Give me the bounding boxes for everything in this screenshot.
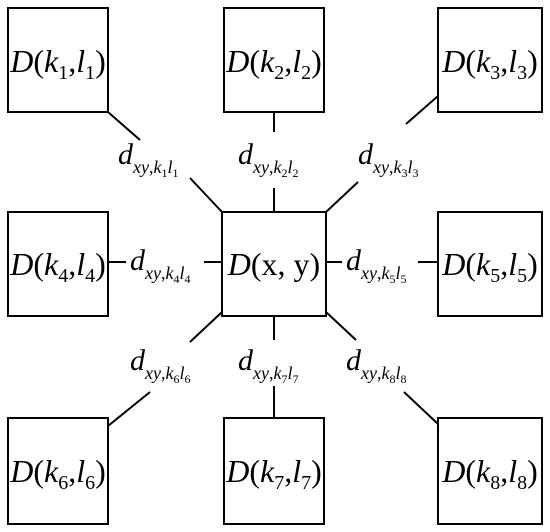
connector-3b <box>325 181 359 213</box>
center-func: D <box>227 246 251 282</box>
center-args: (x, y) <box>251 246 320 282</box>
center-label: D(x, y) <box>227 246 320 282</box>
edge-label-6: dxy,k6l6 <box>130 344 191 386</box>
node-label-3: D(k3,l3) <box>441 43 538 84</box>
connectors <box>107 95 439 427</box>
connector-8 <box>325 311 357 341</box>
node-box-5 <box>437 211 543 317</box>
node-box-3 <box>437 7 543 113</box>
connector-6 <box>189 311 223 343</box>
edge-label-7: dxy,k7l7 <box>238 344 299 386</box>
node-box-7 <box>223 417 325 525</box>
edge-label-2: dxy,k2l2 <box>238 138 299 180</box>
node-label-7: D(k7,l7) <box>225 453 322 494</box>
node-label-5: D(k5,l5) <box>441 246 538 287</box>
node-box-6 <box>7 417 109 525</box>
connector-6b <box>107 391 151 427</box>
node-label-2: D(k2,l2) <box>225 43 322 84</box>
node-box-1 <box>7 7 109 113</box>
connector-1b <box>189 177 223 213</box>
edge-label-1: dxy,k1l1 <box>118 138 179 180</box>
connector-1 <box>107 111 141 141</box>
connector-3 <box>405 95 439 125</box>
edge-label-4: dxy,k4l4 <box>130 244 191 286</box>
node-label-4: D(k4,l4) <box>9 246 106 287</box>
connector-8b <box>403 391 439 425</box>
node-label-8: D(k8,l8) <box>441 453 538 494</box>
node-box-8 <box>437 417 543 525</box>
node-box-2 <box>223 7 325 113</box>
node-label-6: D(k6,l6) <box>9 453 106 494</box>
center-box <box>221 211 327 317</box>
node-box-4 <box>7 211 109 317</box>
edge-label-8: dxy,k8l8 <box>346 344 407 386</box>
edge-label-5: dxy,k5l5 <box>346 244 407 286</box>
edge-label-3: dxy,k3l3 <box>358 138 419 180</box>
node-label-1: D(k1,l1) <box>9 43 106 84</box>
